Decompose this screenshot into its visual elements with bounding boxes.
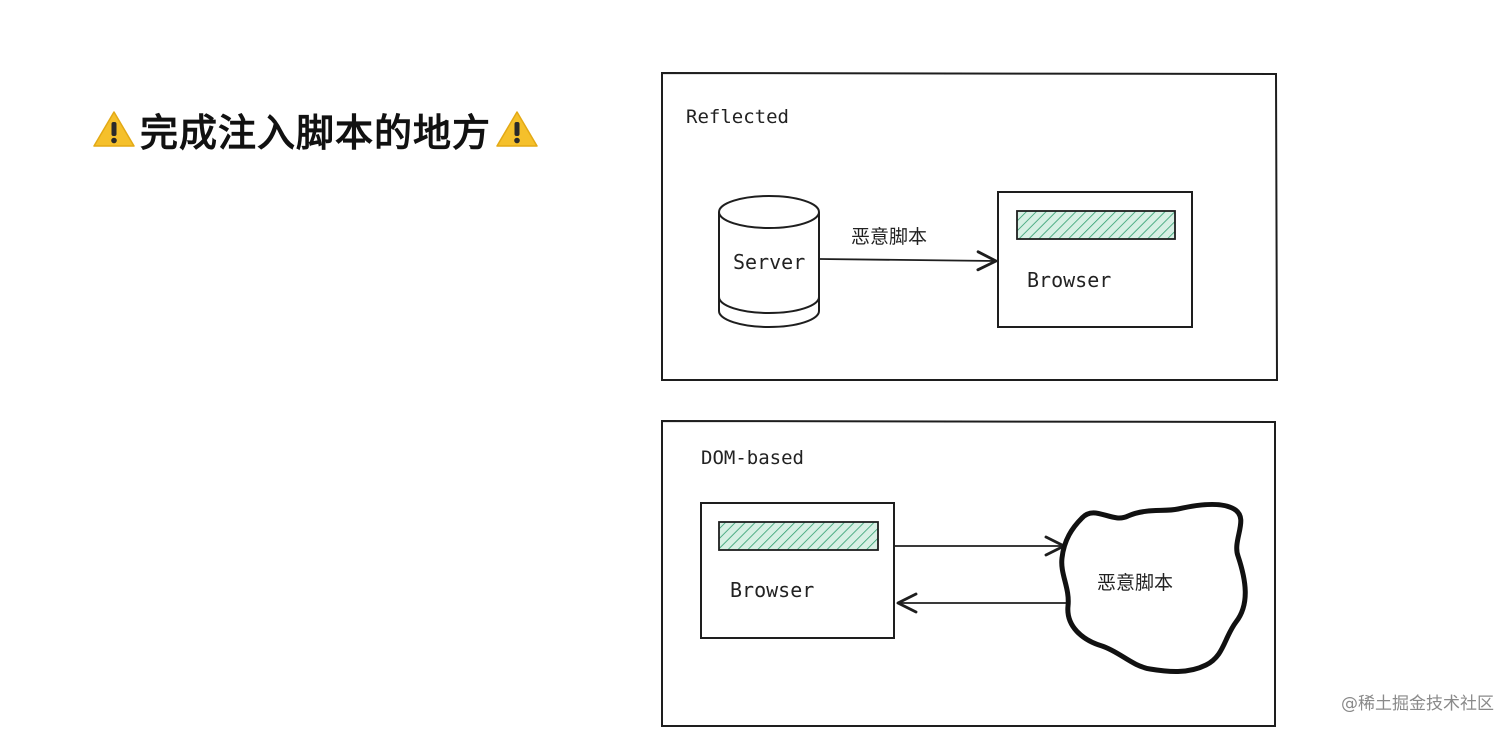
dom-browser-label: Browser: [730, 578, 815, 602]
reflected-panel-label: Reflected: [686, 106, 789, 128]
dom-based-panel: [661, 419, 1276, 727]
malicious-script-cloud: [1059, 502, 1248, 674]
page-title-text: 完成注入脚本的地方: [140, 110, 492, 155]
reflected-edge-label: 恶意脚本: [851, 226, 928, 248]
watermark: @稀土掘金技术社区: [1341, 694, 1494, 714]
reflected-browser-label: Browser: [1027, 268, 1112, 292]
warning-icon: [496, 111, 538, 147]
dom-browser-address-bar: [718, 521, 879, 551]
server-label: Server: [733, 250, 806, 274]
server-cylinder: [718, 195, 820, 328]
reflected-browser-box: [997, 191, 1193, 328]
dom-browser-box: [700, 502, 895, 639]
arrow-server-to-browser: [819, 250, 998, 272]
dom-based-panel-label: DOM-based: [701, 447, 804, 469]
cloud-label: 恶意脚本: [1097, 572, 1174, 594]
warning-icon: [93, 111, 135, 147]
reflected-panel: [661, 71, 1279, 381]
page-title: 完成注入脚本的地方: [92, 102, 539, 156]
reflected-browser-address-bar: [1016, 210, 1176, 240]
